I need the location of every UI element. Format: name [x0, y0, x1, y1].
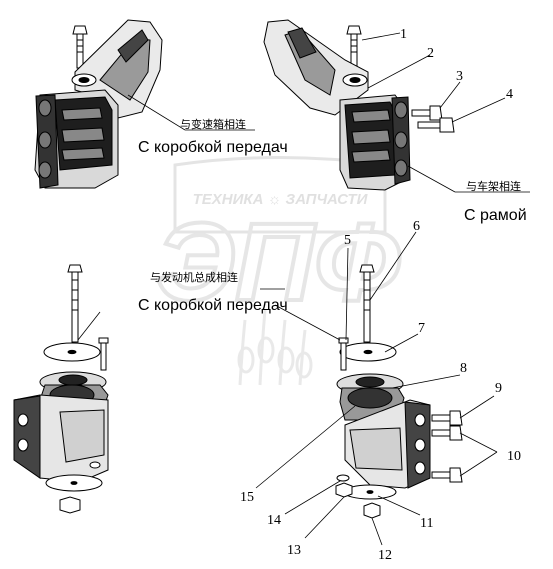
- watermark: ТЕХНИКА ☼ ЗАПЧАСТИ ЭПФ: [154, 156, 402, 386]
- callout-10: 10: [507, 449, 521, 464]
- callout-13: 13: [287, 543, 301, 558]
- caption-frame-cn: 与车架相连: [466, 179, 521, 193]
- callout-5: 5: [344, 233, 351, 248]
- callout-4: 4: [506, 87, 513, 102]
- bottom-left-mount: [13, 264, 109, 514]
- captions: 与变速箱相连 С коробкой передач 与车架相连 С рамой …: [138, 117, 527, 314]
- callout-8: 8: [460, 361, 467, 376]
- caption-gearbox-cn: 与变速箱相连: [180, 117, 246, 131]
- callout-15: 15: [240, 490, 254, 505]
- callout-12: 12: [378, 548, 392, 563]
- watermark-top-text: ТЕХНИКА ☼ ЗАПЧАСТИ: [193, 191, 369, 208]
- caption-gearbox-ru: С коробкой передач: [138, 139, 288, 156]
- bottom-right-mount: [335, 264, 463, 519]
- leader-lines: [77, 32, 530, 546]
- caption-engine-cn: 与发动机总成相连: [150, 270, 238, 284]
- top-right-mount: [263, 19, 455, 191]
- callout-14: 14: [267, 513, 281, 528]
- callout-7: 7: [418, 321, 425, 336]
- callout-2: 2: [427, 46, 434, 61]
- bolt: [72, 25, 88, 69]
- callout-6: 6: [413, 219, 420, 234]
- callout-11: 11: [420, 516, 433, 531]
- watermark-logo: ЭПФ: [156, 201, 400, 324]
- callout-1: 1: [400, 27, 407, 42]
- callout-3: 3: [456, 69, 463, 84]
- caption-engine-ru: С коробкой передач: [138, 297, 288, 314]
- caption-frame-ru: С рамой: [464, 207, 527, 224]
- callout-9: 9: [495, 381, 502, 396]
- callout-numbers: 1 2 3 4 5 6 7 8 9 10 11 12 13 14 15: [240, 27, 521, 563]
- watermark-wheat-icon: [237, 309, 313, 386]
- side-bolts: [411, 105, 455, 133]
- top-left-mount: [34, 19, 163, 189]
